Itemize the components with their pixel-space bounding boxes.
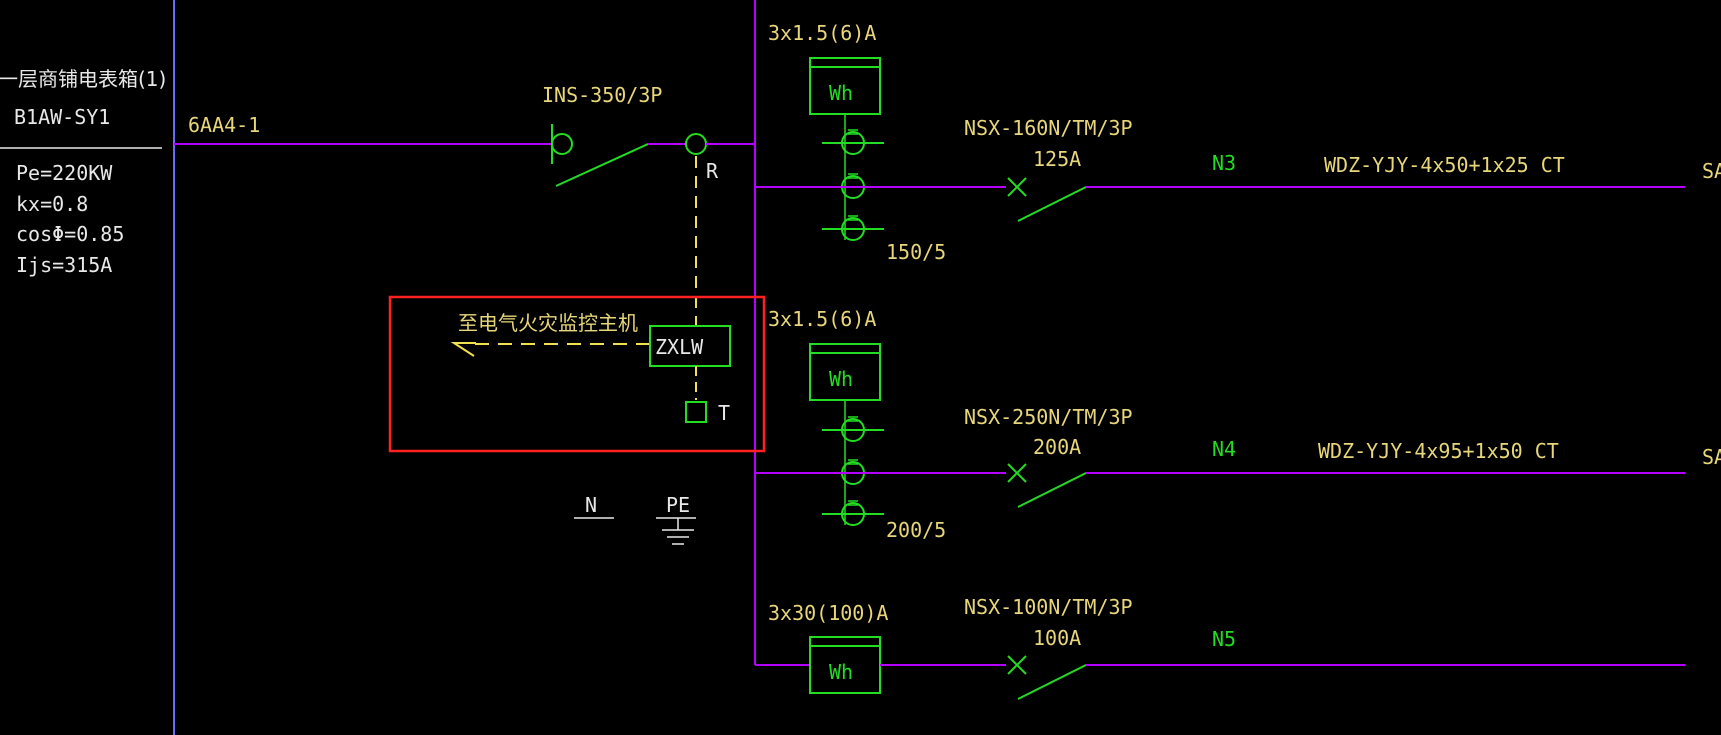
- breaker-rating: 125A: [1033, 147, 1081, 171]
- ct-icon: [822, 215, 884, 241]
- branch-n5: 3x30(100)A Wh NSX-100N/TM/3P 100A N5: [755, 595, 1685, 700]
- panel-kx: kx=0.8: [16, 192, 88, 216]
- breaker-model: NSX-160N/TM/3P: [964, 116, 1133, 140]
- cable-spec: WDZ-YJY-4x95+1x50 CT: [1318, 439, 1559, 463]
- circuit-id: N4: [1212, 437, 1236, 461]
- ct-ratio: 200/5: [886, 518, 946, 542]
- fire-monitor-section: 至电气火灾监控主机 ZXLW T: [388, 156, 766, 453]
- isolator-switch-symbol: [551, 124, 649, 187]
- zxlw-device: [649, 325, 731, 367]
- panel-title: 一层商铺电表箱(1): [0, 67, 166, 91]
- pe-label: PE: [666, 493, 690, 517]
- branch-n3: 3x1.5(6)A Wh 150/5 NSX-160N/TM/3P 125A: [755, 21, 1721, 264]
- temperature-sensor: [685, 401, 707, 423]
- panel-pe: Pe=220KW: [16, 161, 113, 185]
- circuit-breaker-symbol: [1007, 655, 1087, 700]
- circuit-breaker-symbol: [1007, 177, 1087, 222]
- ct-ratio: 150/5: [886, 240, 946, 264]
- breaker-model: NSX-250N/TM/3P: [964, 405, 1133, 429]
- zxlw-label: ZXLW: [655, 335, 704, 359]
- breaker-rating: 200A: [1033, 435, 1081, 459]
- circuit-id: N5: [1212, 627, 1236, 651]
- residual-current-sensor: [685, 133, 707, 155]
- meter-spec: 3x30(100)A: [768, 601, 888, 625]
- dest-label: SA: [1702, 445, 1721, 469]
- incoming-feeder: 6AA4-1 INS-350/3P R: [174, 83, 755, 187]
- circuit-id: N3: [1212, 151, 1236, 175]
- monitor-note: 至电气火灾监控主机: [458, 311, 638, 335]
- cable-spec: WDZ-YJY-4x50+1x25 CT: [1324, 153, 1565, 177]
- meter-wh: Wh: [829, 367, 853, 391]
- ct-icon: [822, 129, 884, 155]
- meter-wh: Wh: [829, 660, 853, 684]
- arrow-icon: [450, 342, 476, 357]
- panel-cos: cosΦ=0.85: [16, 222, 124, 246]
- panel-code: B1AW-SY1: [14, 105, 110, 129]
- feeder-label: 6AA4-1: [188, 113, 260, 137]
- panel-ijs: Ijs=315A: [16, 253, 112, 277]
- highlight-box: [388, 295, 766, 453]
- breaker-rating: 100A: [1033, 626, 1081, 650]
- circuit-breaker-symbol: [1007, 463, 1087, 508]
- meter-spec: 3x1.5(6)A: [768, 21, 876, 45]
- t-label: T: [718, 401, 730, 425]
- n-label: N: [585, 493, 597, 517]
- panel-info: 一层商铺电表箱(1) B1AW-SY1 Pe=220KW kx=0.8 cosΦ…: [0, 67, 166, 277]
- dest-label: SA: [1702, 159, 1721, 183]
- r-label: R: [706, 159, 719, 183]
- branch-n4: 3x1.5(6)A Wh 200/5 NSX-250N/TM/3P 200A: [755, 307, 1721, 542]
- meter-wh: Wh: [829, 81, 853, 105]
- ct-icon: [822, 500, 884, 526]
- ground-icon: [656, 517, 696, 545]
- bus-labels: N PE: [574, 493, 696, 545]
- breaker-model: NSX-100N/TM/3P: [964, 595, 1133, 619]
- incoming-breaker-label: INS-350/3P: [542, 83, 662, 107]
- meter-spec: 3x1.5(6)A: [768, 307, 876, 331]
- ct-icon: [822, 416, 884, 442]
